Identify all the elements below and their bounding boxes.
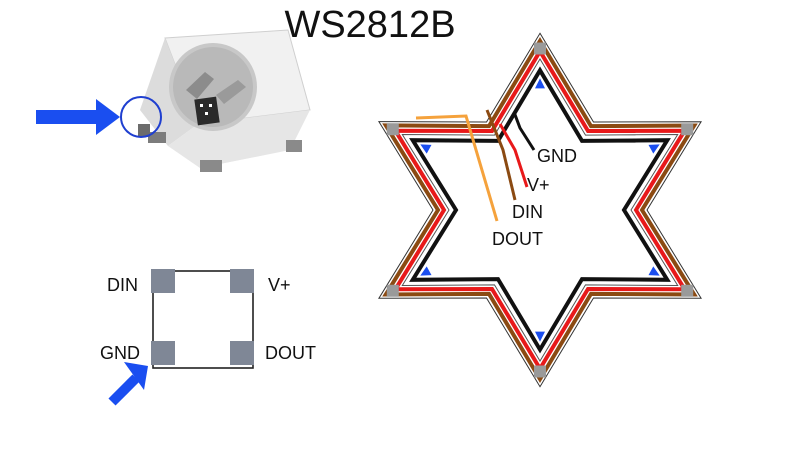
led-pad-2 [681, 123, 694, 136]
led-pad-6 [386, 123, 399, 136]
led-package-illustration [120, 29, 311, 172]
star-outline-outer [378, 32, 702, 388]
big-arrow-right-icon [36, 99, 120, 135]
corner-arrow-icon [108, 362, 148, 406]
star-led-ring [378, 32, 702, 388]
flow-arrow-icon-6 [420, 144, 432, 154]
wire-gnd-lead [512, 111, 536, 151]
wire-din-lead [485, 109, 517, 201]
wire-label-din: DIN [512, 202, 543, 222]
pinout-footprint [108, 269, 254, 406]
wire-vplus-lead [498, 123, 529, 188]
pin-label-din: DIN [107, 275, 138, 295]
pin-label-dout: DOUT [265, 343, 316, 363]
pin-label-gnd: GND [100, 343, 140, 363]
wire-label-dout: DOUT [492, 229, 543, 249]
star-outline-inner [401, 58, 679, 362]
pad-din [151, 269, 175, 293]
led-pad-3 [681, 284, 694, 297]
wire-label-gnd: GND [537, 146, 577, 166]
pad-dout [230, 341, 254, 365]
diagram-title: WS2812B [284, 4, 456, 46]
flow-arrow-icon-3 [648, 266, 660, 276]
flow-arrow-icon-2 [648, 144, 660, 154]
flow-arrow-icon-5 [420, 266, 432, 276]
flow-arrow-icon-1 [535, 78, 545, 89]
orientation-marker-circle [120, 96, 162, 138]
wire-dout-lead [415, 114, 499, 222]
pad-vplus [230, 269, 254, 293]
wire-din-loop [382, 37, 698, 383]
led-pad-4 [534, 365, 546, 378]
led-pad-1 [534, 42, 546, 55]
led-pad-5 [386, 284, 399, 297]
flow-arrow-icon-4 [535, 331, 545, 342]
wire-gnd-loop [409, 66, 671, 354]
pin-label-vplus: V+ [268, 275, 291, 295]
wire-label-vplus: V+ [527, 175, 550, 195]
pad-gnd [151, 341, 175, 365]
